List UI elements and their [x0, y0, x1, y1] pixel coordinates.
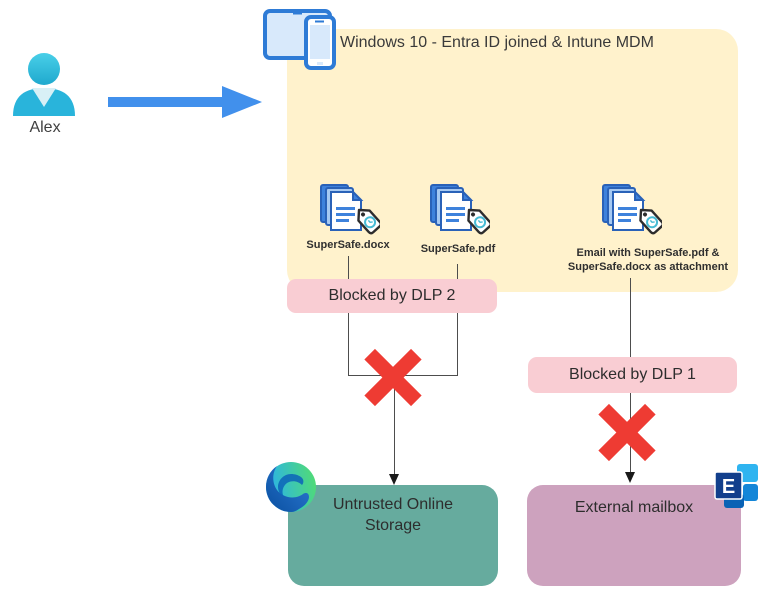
connector-line-pdf [457, 264, 458, 375]
document-label-email: Email with SuperSafe.pdf & SuperSafe.doc… [553, 246, 743, 274]
external-mailbox-label: External mailbox [574, 499, 694, 516]
tagged-document-icon-pdf [430, 184, 490, 235]
arrowhead-icon-storage [389, 474, 399, 485]
blocked-dlp2-badge: Blocked by DLP 2 [287, 279, 497, 313]
tablet-phone-icon [263, 9, 336, 70]
flow-arrow-icon [108, 86, 262, 118]
arrowhead-icon-mailbox [625, 472, 635, 483]
document-label-email-line1: Email with SuperSafe.pdf & [576, 247, 720, 259]
tagged-document-icon-email [602, 184, 662, 235]
red-x-icon-mailbox [598, 403, 656, 461]
connector-line-docx [348, 256, 349, 375]
document-label-docx: SuperSafe.docx [306, 239, 390, 251]
blocked-dlp1-badge: Blocked by DLP 1 [528, 357, 737, 393]
device-environment-box [287, 29, 738, 292]
edge-browser-icon [265, 462, 316, 512]
environment-title: Windows 10 - Entra ID joined & Intune MD… [340, 34, 654, 51]
external-mailbox-box: External mailbox [527, 485, 741, 586]
red-x-icon-storage [364, 348, 422, 406]
untrusted-storage-label: Untrusted Online Storage [332, 496, 454, 534]
tagged-document-icon-docx [320, 184, 380, 235]
exchange-icon: E [714, 464, 758, 508]
document-label-email-line2: SuperSafe.docx as attachment [567, 261, 729, 273]
document-label-pdf: SuperSafe.pdf [420, 243, 496, 255]
svg-text:E: E [722, 476, 735, 498]
person-icon [13, 53, 75, 116]
untrusted-storage-box: Untrusted Online Storage [288, 485, 498, 586]
connector-line-to-storage [394, 375, 395, 477]
actor-label: Alex [29, 119, 61, 136]
